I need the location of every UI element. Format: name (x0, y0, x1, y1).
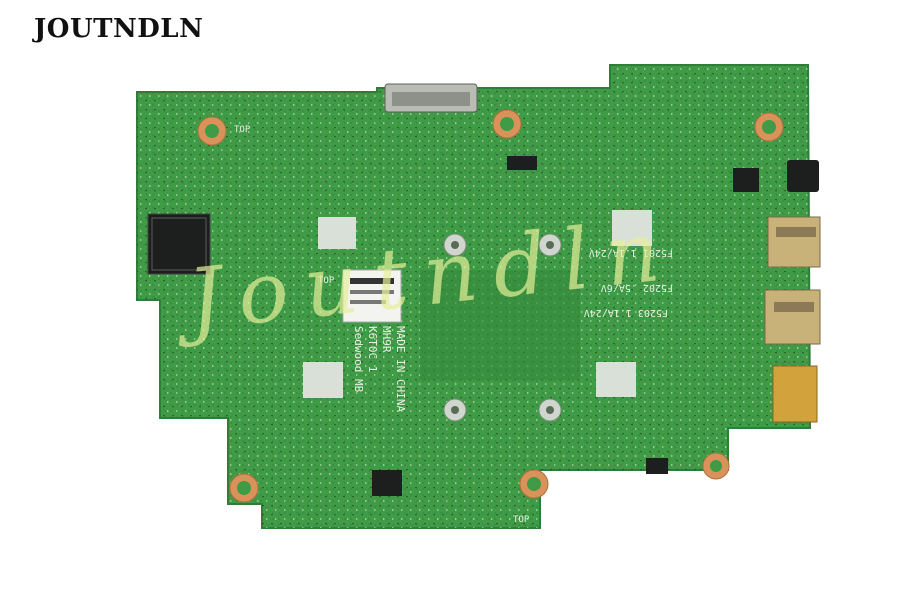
silkscreen-label: K6T0C 1 (366, 326, 379, 372)
small-chip (507, 156, 537, 170)
fuse-label: F5201 1.1A/24V (589, 247, 673, 258)
silkscreen-label: Sedwood MB (352, 326, 365, 393)
top-mark: TOP (234, 125, 251, 135)
fuse-label: F5202 .5A/6V (601, 282, 673, 293)
svg-text:Sedwood MB: Sedwood MB (352, 326, 365, 393)
usb-port (767, 216, 821, 268)
small-chip (372, 470, 402, 496)
silkscreen-label: MH9R (380, 326, 393, 353)
brand-title: JOUTNDLN (34, 14, 204, 44)
top-mark: TOP (318, 276, 335, 286)
small-chip (646, 458, 668, 474)
shield-pad (596, 362, 636, 397)
svg-text:MADE IN CHINA: MADE IN CHINA (394, 326, 407, 412)
svg-text:MH9R: MH9R (380, 326, 393, 353)
small-chip (733, 168, 759, 192)
shield-pad (612, 210, 652, 246)
svg-text:F5201 1.1A/24V: F5201 1.1A/24V (589, 247, 673, 258)
silkscreen-label: MADE IN CHINA (394, 326, 407, 412)
fuse-label: F5203 1.1A/24V (584, 307, 668, 318)
controller-chip (147, 213, 211, 275)
svg-text:F5203 1.1A/24V: F5203 1.1A/24V (584, 307, 668, 318)
bga-area (420, 270, 580, 380)
hdmi-port (772, 365, 818, 423)
shield-pad (318, 217, 356, 249)
usb-port (764, 289, 821, 345)
shield-pad (303, 362, 343, 398)
top-mark: TOP (513, 515, 530, 525)
svg-text:K6T0C 1: K6T0C 1 (366, 326, 379, 372)
audio-jack (787, 160, 819, 192)
svg-text:F5202 .5A/6V: F5202 .5A/6V (601, 282, 673, 293)
